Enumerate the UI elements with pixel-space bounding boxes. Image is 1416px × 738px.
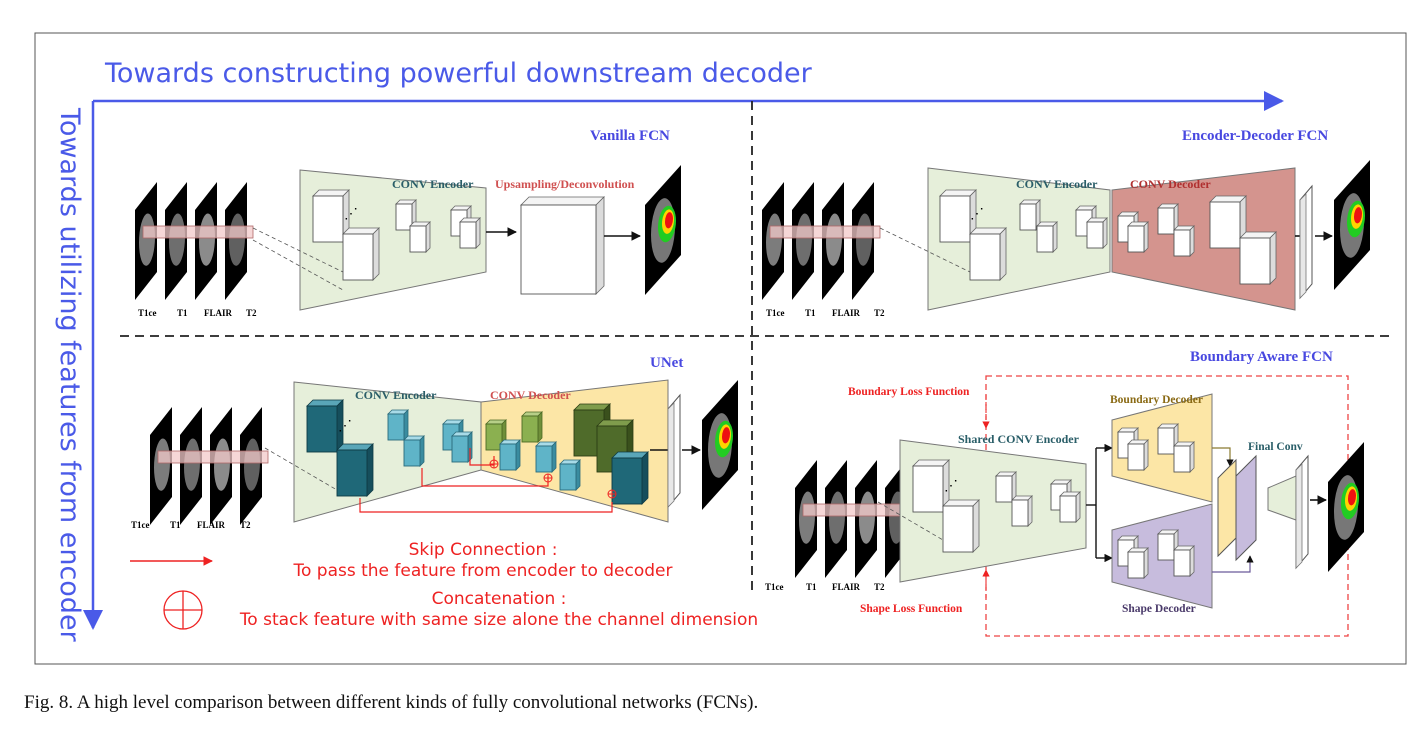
boundary-input-label-t1ce: T1ce	[765, 582, 784, 592]
horizontal-axis-label: Towards constructing powerful downstream…	[104, 58, 813, 89]
boundary-input-label-t2: T2	[874, 582, 885, 592]
vanilla-upsampling-block	[520, 196, 605, 295]
encdec-segmentation-output	[1334, 160, 1370, 290]
shape-decoder-label: Shape Decoder	[1122, 603, 1196, 615]
boundary-decoder-label: Boundary Decoder	[1110, 394, 1203, 406]
shared-encoder-label: Shared CONV Encoder	[958, 432, 1080, 446]
vertical-axis-label: Towards utilizing features from encoder	[54, 107, 85, 643]
unet-input-label-t2: T2	[240, 520, 251, 530]
vanilla-input-label-flair: FLAIR	[204, 308, 233, 318]
boundary-feature-map	[1217, 458, 1237, 558]
svg-text:⋰: ⋰	[944, 479, 958, 494]
unet-decoder-label: CONV Decoder	[490, 388, 571, 402]
concatenation-legend-icon	[163, 590, 203, 630]
unet-segmentation-output	[702, 380, 738, 510]
boundary-input-label-t1: T1	[806, 582, 817, 592]
panel-boundary-aware-fcn: Boundary Aware FCN Boundary Loss Functio…	[765, 349, 1364, 637]
encdec-decoder-label: CONV Decoder	[1130, 177, 1211, 191]
figure-frame	[34, 32, 1407, 665]
final-conv-funnel	[1267, 475, 1297, 521]
encdec-input-label-t2: T2	[874, 308, 885, 318]
boundary-input-label-flair: FLAIR	[832, 582, 861, 592]
panel-vanilla-fcn: Vanilla FCN T1ce T1 FLAIR T2 CONV Encode…	[134, 128, 681, 318]
svg-text:⋰: ⋰	[970, 207, 984, 222]
skip-connection-desc: To pass the feature from encoder to deco…	[292, 561, 672, 581]
encdec-encoder-label: CONV Encoder	[1016, 177, 1098, 191]
final-conv-label: Final Conv	[1248, 441, 1303, 453]
vanilla-input-label-t1: T1	[177, 308, 188, 318]
boundary-segmentation-output	[1328, 442, 1364, 572]
svg-text:⋰: ⋰	[344, 207, 358, 222]
skip-connection-title: Skip Connection :	[409, 540, 558, 560]
encdec-input-label-t1ce: T1ce	[766, 308, 785, 318]
panel-unet: UNet T1ce T1 FLAIR T2 CONV Encoder ⋰ CON…	[131, 355, 738, 530]
panel-encoder-decoder-fcn: Encoder-Decoder FCN T1ce T1 FLAIR T2 CON…	[761, 128, 1370, 318]
vanilla-title: Vanilla FCN	[590, 128, 670, 144]
concatenation-title: Concatenation :	[432, 589, 567, 609]
boundary-loss-label: Boundary Loss Function	[848, 386, 970, 398]
shape-loss-label: Shape Loss Function	[860, 603, 963, 615]
figure-caption: Fig. 8. A high level comparison between …	[24, 692, 759, 713]
boundary-title: Boundary Aware FCN	[1190, 349, 1333, 365]
unet-encoder-label: CONV Encoder	[355, 388, 437, 402]
vanilla-input-label-t1ce: T1ce	[138, 308, 157, 318]
vanilla-segmentation-output	[645, 165, 681, 295]
unet-title: UNet	[650, 355, 683, 371]
unet-input-label-flair: FLAIR	[197, 520, 226, 530]
concatenation-desc: To stack feature with same size alone th…	[239, 610, 758, 630]
svg-text:⋰: ⋰	[338, 419, 352, 434]
encdec-title: Encoder-Decoder FCN	[1182, 128, 1328, 144]
vanilla-encoder-label: CONV Encoder	[392, 177, 474, 191]
encdec-input-label-flair: FLAIR	[832, 308, 861, 318]
vanilla-upsampling-label: Upsampling/Deconvolution	[495, 177, 635, 191]
unet-input-label-t1ce: T1ce	[131, 520, 150, 530]
legend: Skip Connection : To pass the feature fr…	[130, 540, 758, 630]
unet-input-label-t1: T1	[170, 520, 181, 530]
vanilla-input-label-t2: T2	[246, 308, 257, 318]
encdec-input-label-t1: T1	[805, 308, 816, 318]
fcn-comparison-diagram: Towards constructing powerful downstream…	[34, 32, 1407, 665]
shape-feature-map	[1235, 454, 1257, 562]
